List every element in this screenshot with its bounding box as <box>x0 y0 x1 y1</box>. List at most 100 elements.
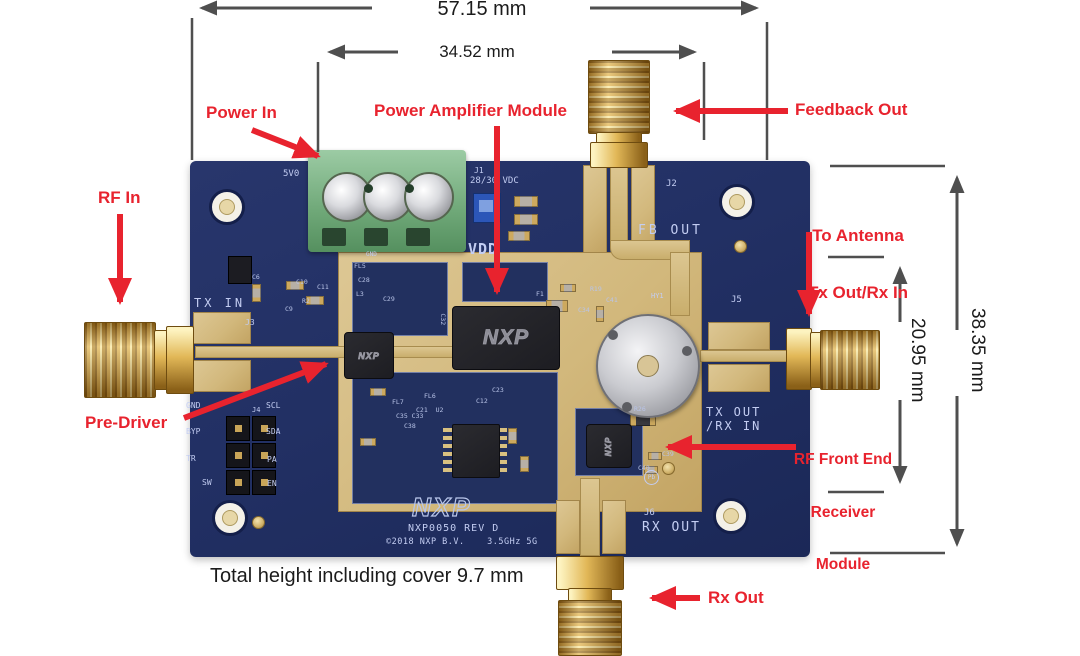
rf-trace-input <box>195 346 345 358</box>
label-pre-driver: Pre-Driver <box>85 413 168 432</box>
terminal-slot <box>322 228 346 246</box>
silkscreen-refdes: C9 <box>285 305 293 313</box>
silkscreen-j3: J3 <box>245 318 255 327</box>
sma-hex-nut <box>166 326 194 394</box>
silkscreen-refdes: FL6 <box>424 392 436 400</box>
launch-pad <box>193 360 251 392</box>
silkscreen-refdes: C21 U2 <box>416 406 444 414</box>
circulator-screw <box>608 330 618 340</box>
mounting-hole <box>719 184 755 220</box>
dimension-width-inner: 34.52 mm <box>439 42 515 61</box>
sma-connector-feedback-out <box>588 60 650 134</box>
capacitor <box>508 231 530 241</box>
ic-pins-right <box>498 428 507 474</box>
sma-hex-nut <box>556 556 624 590</box>
circulator-screw <box>682 346 692 356</box>
jumper-block <box>226 470 250 495</box>
silkscreen-hy1: HY1 <box>651 292 664 300</box>
capacitor <box>514 196 538 207</box>
terminal-screw <box>363 172 413 222</box>
jumper-block <box>226 443 250 468</box>
capacitor <box>370 388 386 396</box>
terminal-hole <box>405 184 414 193</box>
trimmer-slot <box>479 200 493 212</box>
label-rf-front-end-line2: Receiver <box>810 503 876 521</box>
terminal-slot <box>406 228 430 246</box>
silkscreen-j1: J1 <box>474 166 484 175</box>
test-via <box>734 240 747 253</box>
jumper-block <box>252 443 276 468</box>
nxp-silkscreen-logo: NXP <box>411 492 472 522</box>
jumper-block <box>252 470 276 495</box>
rf-trace-feedback <box>610 165 628 245</box>
silkscreen-header-sda: SDA <box>266 427 281 436</box>
label-rf-front-end: RF Front End Receiver Module <box>782 416 904 609</box>
silkscreen-copyright: ©2018 NXP B.V. 3.5GHz 5G <box>386 537 538 547</box>
label-to-antenna-line1: To Antenna <box>812 226 904 245</box>
silkscreen-refdes: R19 <box>590 285 602 293</box>
launch-pad <box>631 165 655 253</box>
silkscreen-vdd: VDD <box>468 240 499 258</box>
silkscreen-refdes: C34 <box>578 306 590 314</box>
silkscreen-j6: J6 <box>644 508 655 518</box>
capacitor <box>306 296 324 305</box>
silkscreen-refdes: C28 <box>358 276 370 284</box>
pre-driver-chip: NXP <box>344 332 394 379</box>
controller-ic <box>452 424 500 478</box>
silkscreen-vdc: 28/30 VDC <box>470 176 519 186</box>
sma-connector-rx-out <box>558 600 622 656</box>
silkscreen-header-tr: TR <box>186 454 196 463</box>
height-note: Total height including cover 9.7 mm <box>210 565 524 587</box>
label-to-antenna-line2: Tx Out/Rx In <box>807 283 909 302</box>
silkscreen-refdes: R2 <box>302 297 310 305</box>
launch-pad <box>556 500 580 554</box>
rf-trace-rx-out <box>580 478 600 556</box>
dimension-height-inner: 20.95 mm <box>907 318 928 403</box>
nxp-logo: NXP <box>482 326 530 350</box>
sma-connector-rf-in <box>84 322 156 398</box>
launch-pad <box>708 322 770 350</box>
silkscreen-gnd: GND <box>366 251 377 258</box>
terminal-slot <box>364 228 388 246</box>
label-feedback-out: Feedback Out <box>795 100 908 119</box>
sot23-transistor <box>228 256 252 284</box>
silkscreen-fb-out: FB OUT <box>638 223 703 238</box>
silkscreen-refdes: FL7 <box>392 398 404 406</box>
dimension-width-total: 57.15 mm <box>437 0 527 20</box>
rf-front-end-receiver-chip: NXP <box>586 424 632 468</box>
silkscreen-refdes: C10 <box>296 278 308 286</box>
silkscreen-refdes: L3 <box>356 290 364 298</box>
rf-trace-predriver-to-pa <box>392 346 456 358</box>
silkscreen-header-pa: PA <box>267 455 277 464</box>
terminal-hole <box>364 184 373 193</box>
silkscreen-refdes: F1 <box>536 290 544 298</box>
mounting-hole <box>212 500 248 536</box>
silkscreen-refdes: R26 <box>634 405 646 413</box>
capacitor <box>514 214 538 225</box>
circulator-screw <box>622 402 632 412</box>
power-amplifier-module-chip: NXP <box>452 306 560 370</box>
capacitor <box>520 456 529 472</box>
label-rx-out: Rx Out <box>708 588 764 607</box>
silkscreen-refdes: C40 <box>638 464 650 472</box>
ic-pins-left <box>443 428 452 474</box>
silkscreen-refdes: C29 <box>383 295 395 303</box>
jumper-block <box>226 416 250 441</box>
silkscreen-header-byp: BYP <box>186 427 201 436</box>
silkscreen-header-gnd: GND <box>186 401 201 410</box>
silkscreen-header-scl: SCL <box>266 401 281 410</box>
launch-pad <box>708 364 770 392</box>
nxp-logo: NXP <box>358 350 380 361</box>
silkscreen-refdes: C39 <box>662 450 674 458</box>
launch-pad <box>602 500 626 554</box>
silkscreen-refdes: C32 <box>439 313 448 326</box>
capacitor <box>252 284 261 302</box>
circulator-center-hole <box>637 355 659 377</box>
silkscreen-refdes: C38 <box>404 422 416 430</box>
terminal-screw <box>404 172 454 222</box>
launch-pad <box>583 165 607 253</box>
label-power-amplifier-module: Power Amplifier Module <box>374 101 568 120</box>
mounting-hole <box>713 498 749 534</box>
label-power-in: Power In <box>206 103 277 122</box>
